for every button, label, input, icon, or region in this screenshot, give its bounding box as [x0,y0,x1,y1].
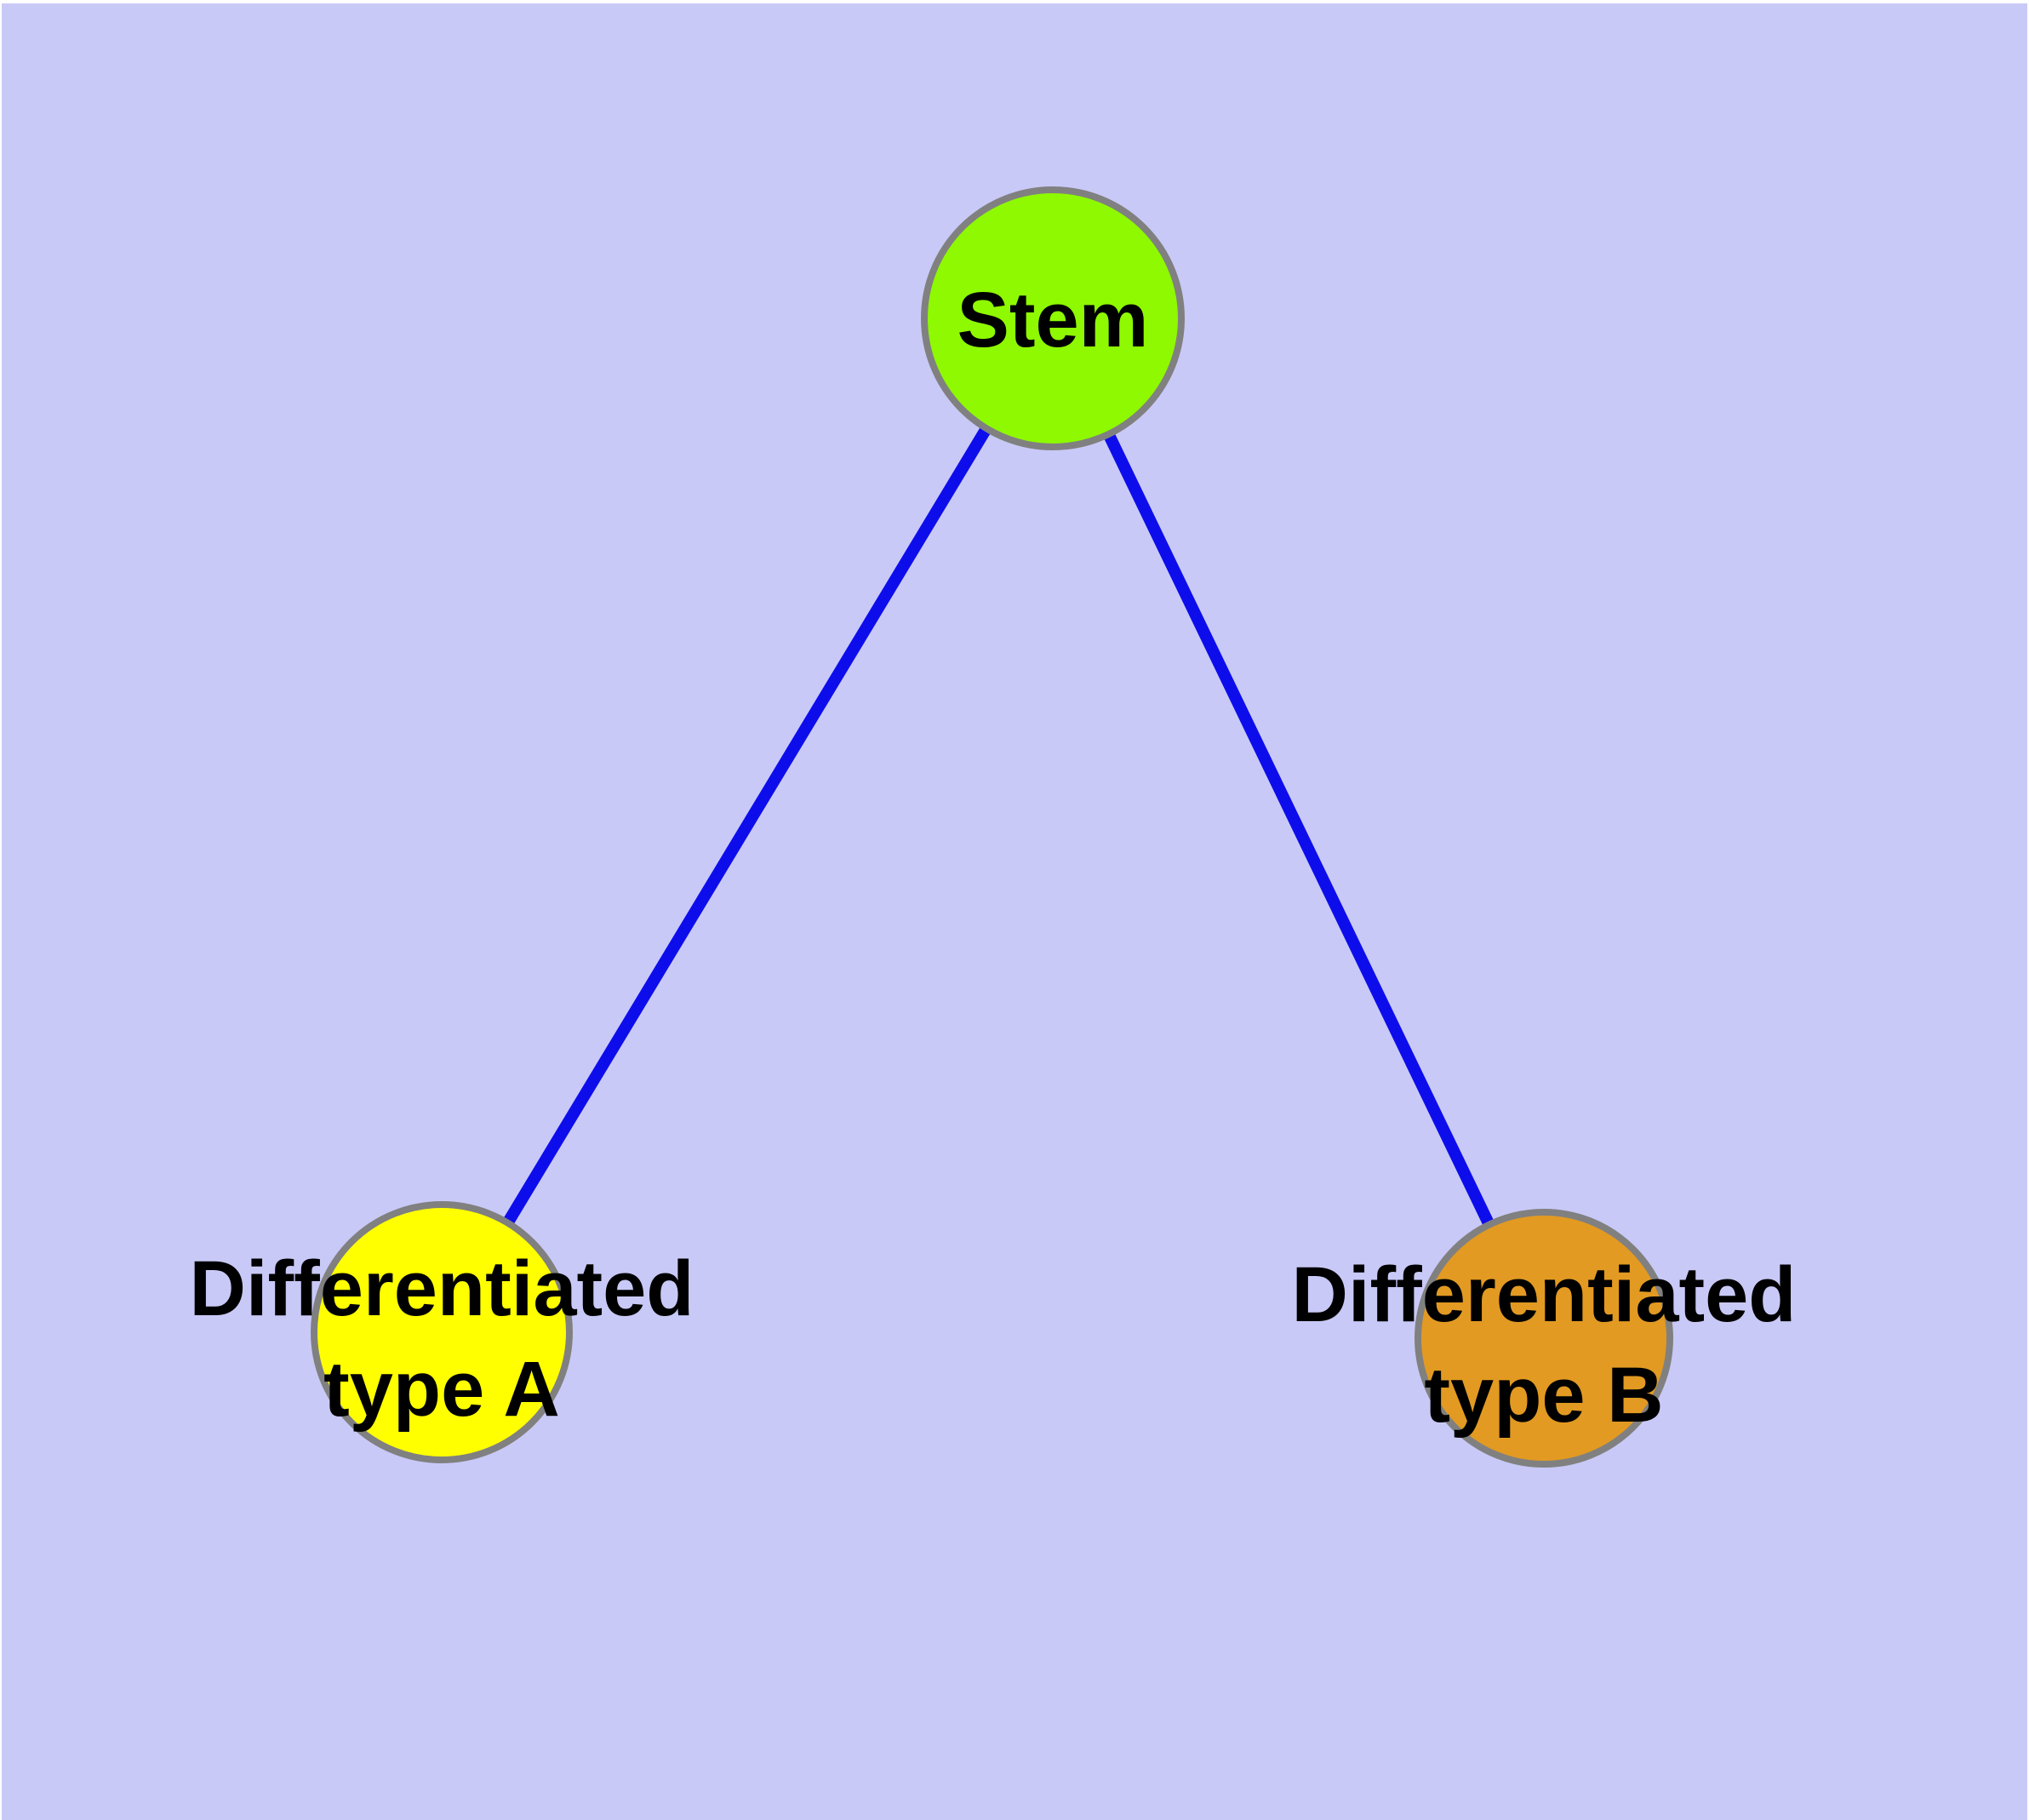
node-differentiated-type-a-label-line2: type A [323,1346,560,1433]
node-differentiated-type-a-circle [311,1201,573,1463]
node-differentiated-type-b-label-line1: Differentiated [1292,1251,1797,1338]
node-differentiated-type-a: Differentiated type A [190,1201,694,1463]
edge-stem-to-type-a [437,315,1058,1336]
node-differentiated-type-b-circle [1415,1209,1673,1468]
node-differentiated-type-b-label-line2: type B [1424,1352,1663,1439]
node-differentiated-type-a-label-line1: Differentiated [190,1245,694,1332]
node-differentiated-type-b: Differentiated type B [1292,1209,1797,1468]
node-stem-label: Stem [957,277,1149,363]
node-stem: Stem [921,186,1185,450]
node-stem-circle [921,186,1185,450]
edge-stem-to-type-b [1047,315,1550,1342]
